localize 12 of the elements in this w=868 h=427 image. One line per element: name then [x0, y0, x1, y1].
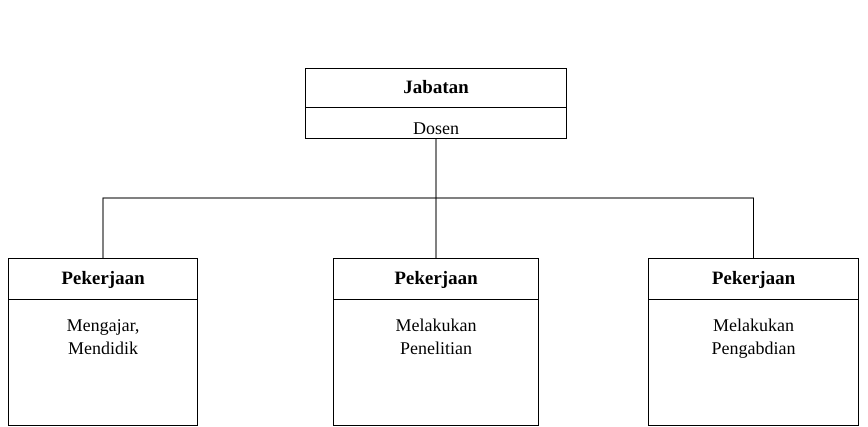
box-text: Mengajar, Mendidik	[66, 314, 140, 360]
org-box	[333, 258, 539, 426]
org-box	[305, 68, 567, 139]
box-heading: Pekerjaan	[61, 268, 145, 290]
box-heading: Jabatan	[403, 77, 469, 99]
box-text: Melakukan Penelitian	[394, 314, 478, 360]
box-text: Dosen	[413, 117, 459, 140]
org-box	[648, 258, 859, 426]
box-heading: Pekerjaan	[394, 268, 478, 290]
org-box	[8, 258, 198, 426]
box-heading: Pekerjaan	[712, 268, 796, 290]
box-text: Melakukan Pengabdian	[710, 314, 796, 360]
